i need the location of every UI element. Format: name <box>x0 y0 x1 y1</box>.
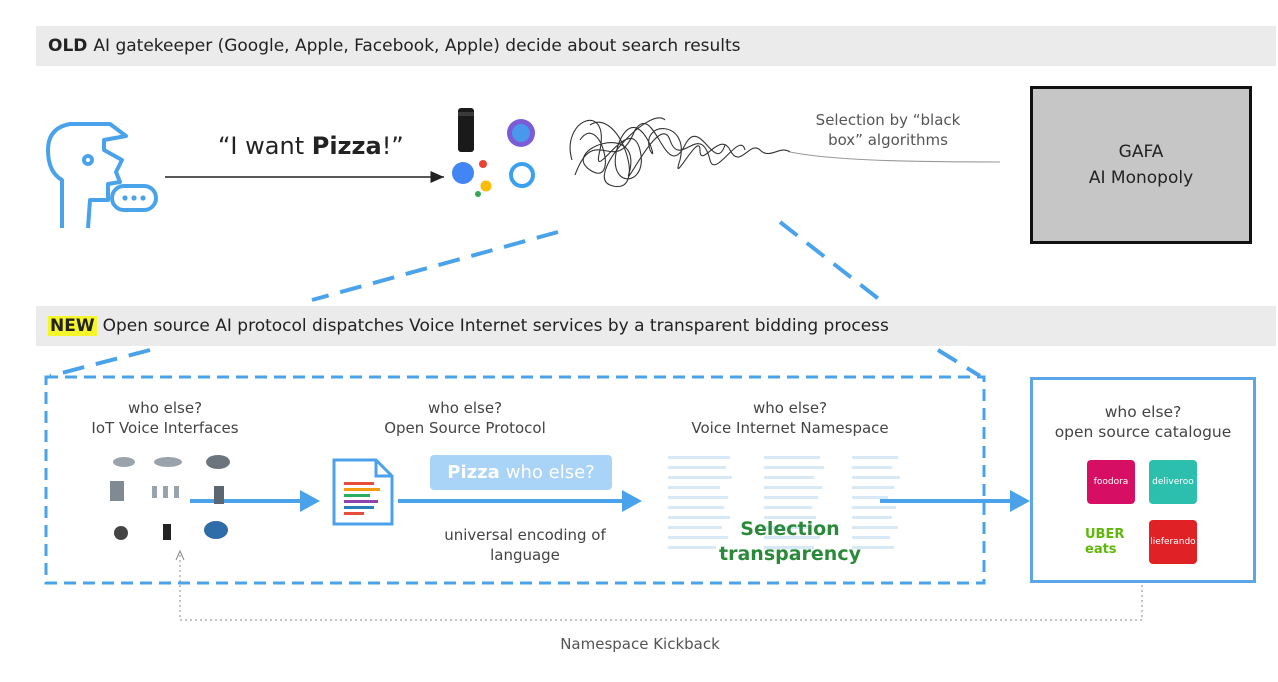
namespace-list <box>668 456 900 549</box>
scribble-icon <box>569 117 1001 188</box>
document-icon <box>332 458 394 526</box>
namespace-label: who else? Voice Internet Namespace <box>691 399 889 437</box>
chat-bubble-icon <box>110 184 158 212</box>
user-head-icon <box>46 122 128 229</box>
request-text: “I want Pizza!” <box>218 132 404 160</box>
black-box-caption: Selection by “black box” algorithms <box>815 111 961 149</box>
kickback-label: Namespace Kickback <box>560 635 720 653</box>
open-protocol-box <box>44 375 986 585</box>
ubereats-logo: UBER eats <box>1085 520 1133 564</box>
iot-label: who else? IoT Voice Interfaces <box>91 399 239 437</box>
new-banner-text: Open source AI protocol dispatches Voice… <box>102 316 889 336</box>
google-assistant-icon <box>452 160 492 197</box>
funnel-line-right <box>778 220 882 302</box>
kickback-line <box>179 555 1143 621</box>
old-banner-text: AI gatekeeper (Google, Apple, Facebook, … <box>93 36 741 56</box>
encoding-label: universal encoding of language <box>444 526 606 564</box>
echo-speaker-icon <box>458 108 474 152</box>
gafa-box: GAFA AI Monopoly <box>1030 86 1252 244</box>
funnel-line-left <box>311 230 559 302</box>
gafa-title: GAFA <box>1118 142 1164 162</box>
protocol-label: who else? Open Source Protocol <box>384 399 546 437</box>
funnel-line-right-lower <box>936 348 982 378</box>
lieferando-logo: lieferando <box>1149 520 1197 564</box>
old-tag: OLD <box>48 36 88 56</box>
foodora-logo: foodora <box>1087 460 1135 504</box>
new-tag: NEW <box>48 316 97 336</box>
iot-devices-icon <box>110 455 230 540</box>
funnel-line-left-lower <box>49 348 151 378</box>
selection-transparency: Selection transparency <box>719 518 861 565</box>
gafa-subtitle: AI Monopoly <box>1088 168 1194 188</box>
catalogue-box: who else? open source catalogue foodora … <box>1030 377 1256 583</box>
new-banner: NEW Open source AI protocol dispatches V… <box>36 306 1276 346</box>
old-banner: OLD AI gatekeeper (Google, Apple, Facebo… <box>36 26 1276 66</box>
catalogue-label: who else? open source catalogue <box>1054 403 1232 441</box>
deliveroo-logo: deliveroo <box>1149 460 1197 504</box>
cortana-icon <box>509 162 535 188</box>
